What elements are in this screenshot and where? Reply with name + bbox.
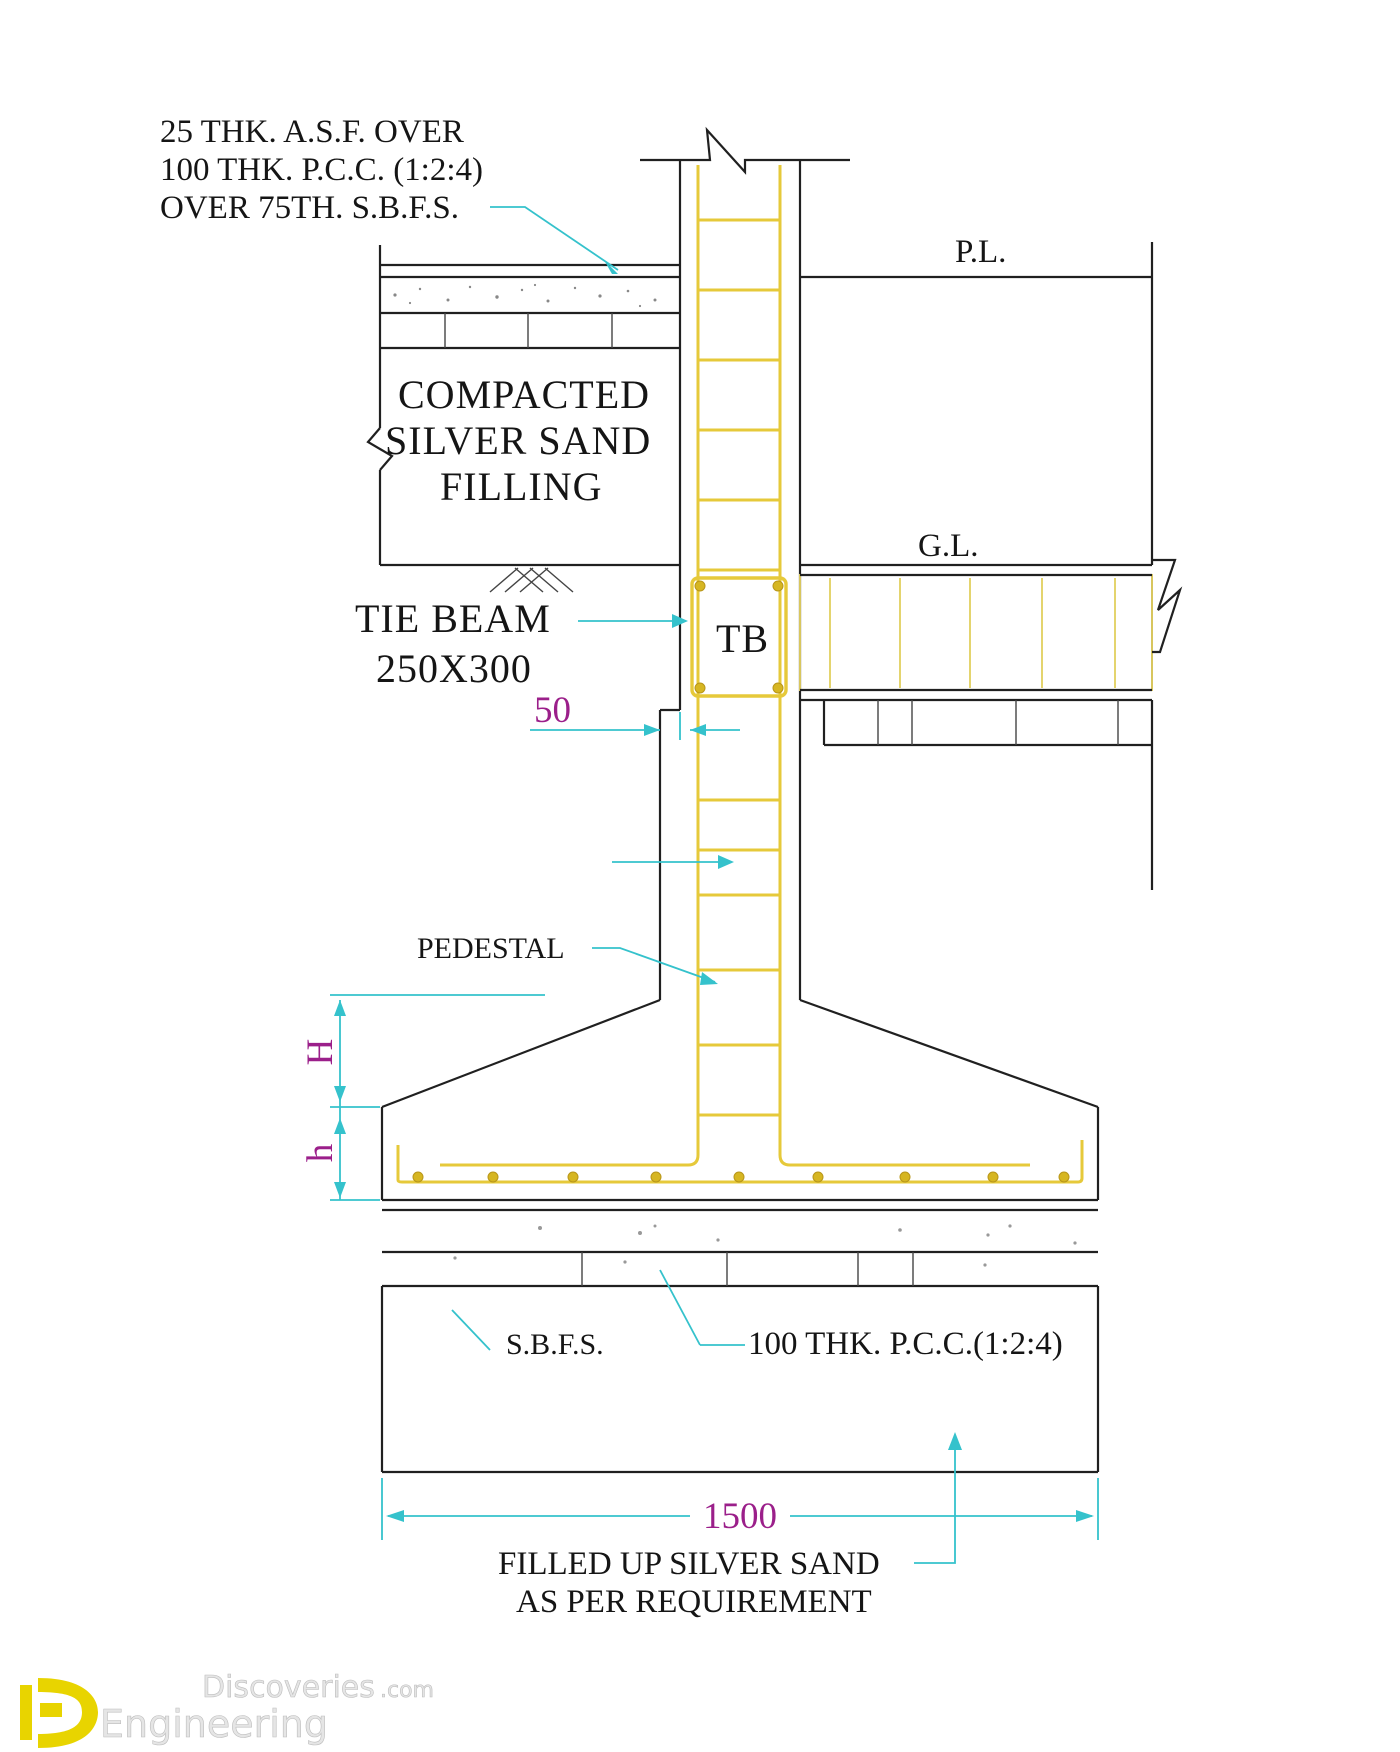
- ground-level-label: G.L.: [918, 528, 979, 564]
- floor-slab-layers: [366, 245, 680, 593]
- filled-sand-line-2: AS PER REQUIREMENT: [516, 1584, 872, 1620]
- plinth-level-label: P.L.: [955, 234, 1006, 270]
- width-dimension: 1500: [703, 1496, 777, 1537]
- sand-fill-line-3: FILLING: [440, 464, 603, 509]
- logo-mark-icon: [20, 1678, 98, 1748]
- sand-fill-line-1: COMPACTED: [398, 372, 650, 417]
- dimension-labels: 50 H h 1500: [300, 690, 777, 1537]
- asf-note-line-1: 25 THK. A.S.F. OVER: [160, 114, 464, 150]
- offset-dimension: 50: [534, 690, 571, 731]
- pcc-base-label: 100 THK. P.C.C.(1:2:4): [748, 1326, 1063, 1362]
- filled-sand-line-1: FILLED UP SILVER SAND: [498, 1546, 880, 1582]
- logo-suffix: .com: [380, 1678, 434, 1703]
- leader-lines: [330, 206, 1099, 1564]
- tie-beam-tag: TB: [716, 616, 769, 661]
- logo-line-2: Engineering: [100, 1702, 328, 1746]
- height-H-dimension: H: [300, 1039, 341, 1066]
- logo-line-1: Discoveries: [202, 1670, 375, 1705]
- asf-note-line-2: 100 THK. P.C.C. (1:2:4): [160, 152, 483, 188]
- sand-fill-line-2: SILVER SAND: [385, 418, 651, 463]
- sbfs-label: S.B.F.S.: [506, 1328, 604, 1361]
- height-h-dimension: h: [300, 1143, 341, 1162]
- column-reinforcement: [396, 165, 1084, 1184]
- pedestal-label: PEDESTAL: [417, 932, 565, 965]
- right-wall-section: [799, 242, 1183, 890]
- annotation-labels: 25 THK. A.S.F. OVER 100 THK. P.C.C. (1:2…: [160, 114, 1063, 1620]
- tie-beam-label: TIE BEAM: [355, 596, 551, 641]
- tie-beam-size: 250X300: [376, 646, 532, 691]
- asf-note-line-3: OVER 75TH. S.B.F.S.: [160, 190, 459, 226]
- earth-hatch: [489, 567, 574, 593]
- discoveries-engineering-logo: Discoveries .com Engineering: [20, 1670, 434, 1748]
